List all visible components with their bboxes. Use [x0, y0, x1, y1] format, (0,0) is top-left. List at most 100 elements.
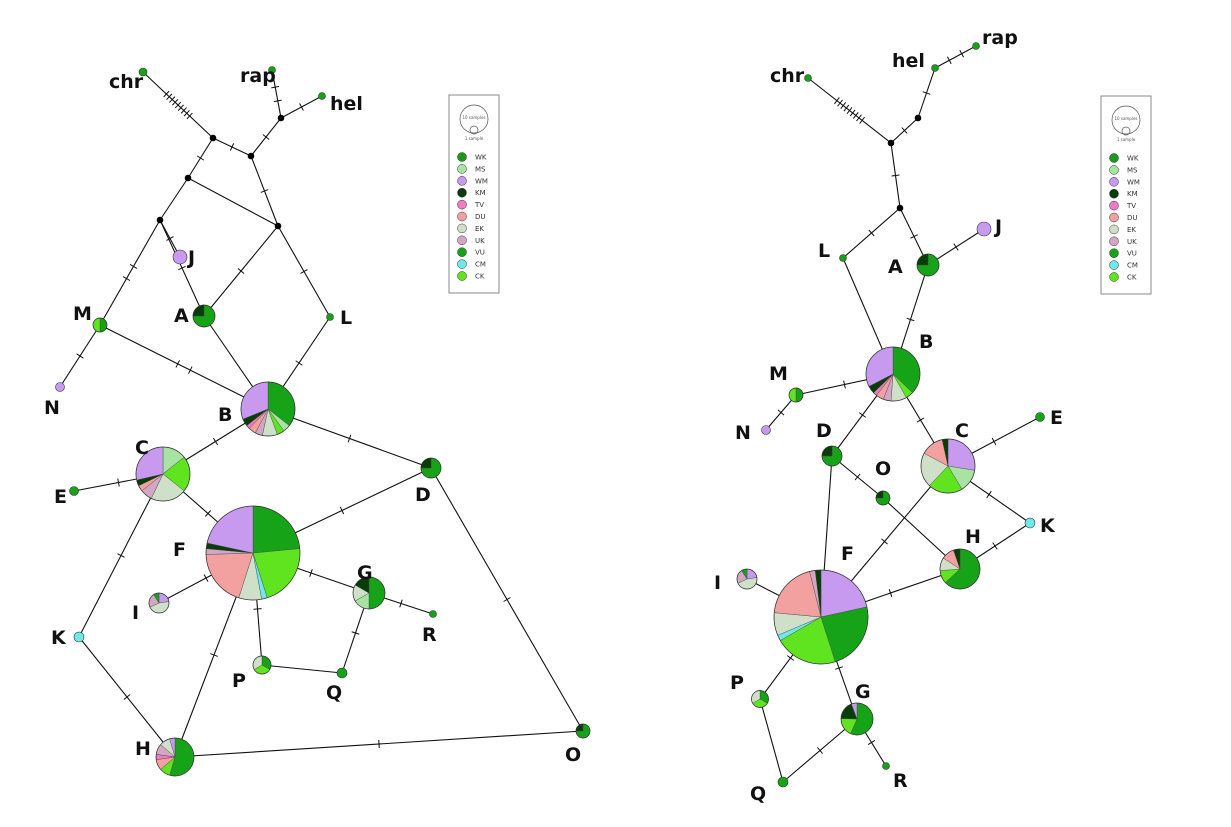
haplotype-node-P[interactable]: P: [232, 655, 272, 692]
mutation-tick: [992, 542, 998, 550]
haplotype-node-E[interactable]: E: [54, 486, 79, 508]
node-label-L: L: [818, 240, 830, 262]
mutation-tick: [166, 236, 174, 241]
haplotype-node-B[interactable]: B: [218, 381, 296, 437]
haplotype-node-Q[interactable]: Q: [750, 776, 789, 805]
haplotype-node-O[interactable]: O: [875, 458, 891, 506]
haplotype-node-N[interactable]: N: [735, 422, 771, 444]
haplotype-node-R[interactable]: R: [882, 762, 909, 793]
mutation-tick: [906, 317, 915, 322]
mutation-tick: [991, 437, 997, 446]
pie-slice-CM: [73, 631, 85, 643]
haplotype-node-E[interactable]: E: [1035, 407, 1063, 429]
mutation-tick: [910, 234, 918, 239]
haplotype-node-J[interactable]: J: [976, 216, 1002, 238]
haplotype-node-O[interactable]: O: [565, 723, 591, 766]
pie-outline: [920, 438, 976, 494]
mutation-tick: [849, 109, 856, 117]
mutation-tick: [260, 189, 269, 193]
haplotype-node-N[interactable]: N: [44, 382, 65, 420]
legend-label-EK: EK: [475, 225, 484, 233]
haplotype-node-J[interactable]: J: [172, 247, 195, 269]
mutation-tick: [212, 437, 219, 446]
haplotype-node-A[interactable]: A: [888, 253, 940, 278]
pie-slice-CM: [1024, 517, 1036, 529]
haplotype-node-L[interactable]: L: [818, 240, 847, 262]
haplotype-node-chr[interactable]: chr: [109, 67, 148, 93]
mutation-tick: [262, 134, 270, 140]
haplotype-node-rap[interactable]: rap: [972, 27, 1018, 50]
pie-slice-VU: [268, 66, 276, 74]
haplotype-node-G[interactable]: G: [840, 681, 874, 736]
node-label-H: H: [965, 526, 981, 548]
haplotype-node-R[interactable]: R: [422, 610, 437, 647]
haplotype-node-K[interactable]: K: [1024, 515, 1056, 537]
haplotype-node-A[interactable]: A: [174, 304, 216, 328]
haplotype-node-H[interactable]: H: [939, 526, 981, 590]
haplotype-node-I[interactable]: I: [714, 568, 758, 594]
size-scale-large-circle: [1111, 105, 1141, 135]
legend-swatch-UK: [457, 235, 467, 246]
mutation-tick: [76, 353, 84, 359]
node-label-I: I: [714, 572, 721, 594]
node-label-R: R: [422, 624, 437, 646]
node-label-D: D: [816, 420, 832, 442]
mutation-tick: [295, 360, 303, 366]
node-label-B: B: [218, 404, 232, 426]
mutation-tick: [347, 434, 352, 443]
mutation-tick: [271, 85, 280, 89]
haplotype-node-M[interactable]: M: [769, 363, 804, 403]
node-label-Q: Q: [326, 682, 342, 704]
haplotype-node-D[interactable]: D: [816, 420, 843, 467]
haplotype-node-hel[interactable]: hel: [892, 50, 939, 72]
haplotype-node-H[interactable]: H: [135, 737, 195, 777]
node-label-C: C: [135, 437, 149, 459]
pie-slice-VU: [429, 610, 437, 618]
haplotype-node-chr[interactable]: chr: [770, 65, 812, 87]
legend-swatch-WM: [1109, 177, 1119, 187]
node-label-hel: hel: [330, 93, 363, 115]
haplotype-node-P[interactable]: P: [730, 672, 769, 708]
legend-label-KM: KM: [475, 189, 486, 197]
size-scale-label: 1 sample: [465, 136, 484, 141]
haplotype-node-hel[interactable]: hel: [318, 92, 363, 116]
haplotype-node-F[interactable]: F: [773, 543, 869, 665]
haplotype-node-G[interactable]: G: [352, 562, 386, 610]
haplotype-node-F[interactable]: F: [173, 505, 301, 601]
pie-outline: [240, 381, 296, 437]
haplotype-node-C[interactable]: C: [920, 420, 976, 494]
pie-outline: [773, 569, 869, 665]
haplotype-node-M[interactable]: M: [73, 303, 108, 333]
mutation-tick: [953, 243, 959, 251]
haplotype-node-I[interactable]: I: [132, 592, 170, 624]
mutation-tick: [339, 506, 345, 515]
haplotype-node-L[interactable]: L: [326, 307, 353, 329]
legend-swatch-MS: [457, 164, 467, 174]
mutation-tick: [186, 112, 193, 120]
median-vector-node: [184, 174, 192, 182]
pie-outline: [92, 317, 108, 333]
legend-swatch-VU: [1109, 248, 1119, 258]
node-label-K: K: [51, 627, 67, 649]
pie-slice-WM: [172, 249, 188, 265]
haplotype-node-D[interactable]: D: [415, 457, 442, 506]
mutation-tick: [888, 589, 893, 597]
haplotype-node-rap[interactable]: rap: [240, 65, 276, 87]
pie-slice-WM: [55, 382, 65, 392]
pie-outline: [352, 576, 386, 610]
haplotype-node-K[interactable]: K: [51, 627, 85, 649]
haplotype-node-B[interactable]: B: [865, 331, 933, 402]
mutation-tick: [817, 747, 823, 754]
mutation-tick: [959, 49, 964, 58]
mutation-tick: [399, 599, 403, 608]
legend-swatch-CM: [1109, 260, 1119, 270]
network-edge-j4-j6: [187, 177, 279, 227]
node-label-G: G: [357, 562, 373, 584]
haplotype-node-C[interactable]: C: [135, 437, 191, 502]
mutation-tick: [166, 93, 173, 101]
node-label-hel: hel: [892, 50, 925, 72]
haplotype-node-Q[interactable]: Q: [326, 667, 348, 704]
mutation-tick: [947, 56, 952, 65]
